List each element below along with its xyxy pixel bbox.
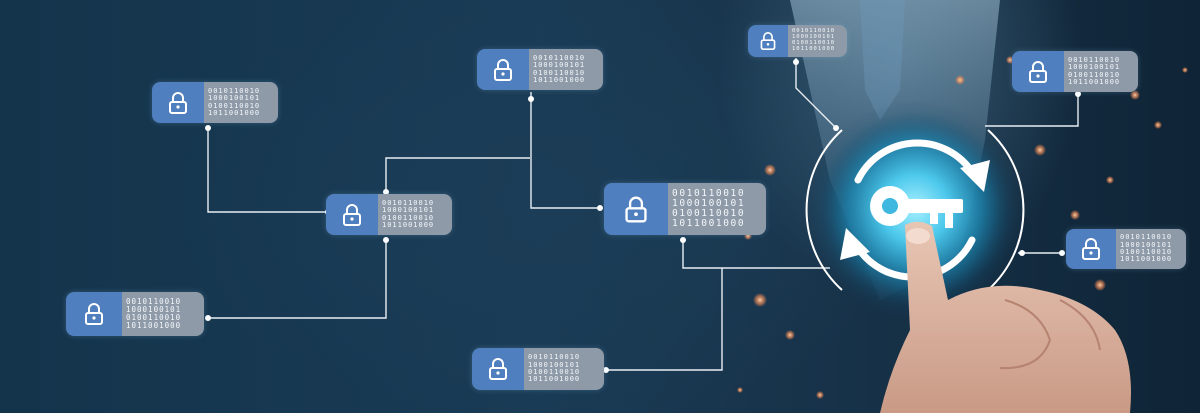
- binary-row: 0100110010: [1120, 248, 1173, 256]
- binary-row: 1011001000: [528, 375, 581, 384]
- lock-chip-5: 0010110010 1000100101 0100110010 1011001…: [326, 194, 452, 235]
- tie-shape: [860, 0, 905, 120]
- lock-chip-6: 0010110010 1000100101 0100110010 1011001…: [604, 183, 766, 235]
- binary-row: 0100110010: [208, 101, 261, 110]
- lock-panel: [604, 183, 668, 235]
- binary-row: 0010110010: [208, 86, 261, 95]
- binary-row: 0010110010: [382, 198, 435, 207]
- outer-ring-left: [805, 129, 843, 291]
- binary-code: 0010110010 1000100101 0100110010 1011001…: [1116, 229, 1186, 269]
- padlock-icon: [169, 91, 187, 114]
- padlock-icon: [625, 196, 647, 222]
- network-lines: [207, 58, 1079, 371]
- binary-row: 1000100101: [1068, 63, 1121, 72]
- key-icon: [870, 186, 963, 228]
- binary-row: 0010110010: [126, 297, 182, 307]
- binary-code: 0010110010 1000100101 0100110010 1011001…: [122, 292, 204, 336]
- binary-code: 0010110010 1000100101 0100110010 1011001…: [378, 194, 452, 235]
- binary-row: 1011001000: [792, 45, 836, 52]
- pointing-hand: [880, 221, 1131, 413]
- binary-code: 0010110010 1000100101 0100110010 1011001…: [1064, 51, 1138, 92]
- lock-panel: [477, 49, 529, 90]
- binary-row: 0100110010: [792, 40, 836, 46]
- binary-row: 1000100101: [126, 305, 182, 315]
- lock-panel: [1066, 229, 1116, 269]
- padlock-icon: [489, 358, 507, 380]
- binary-row: 1011001000: [672, 217, 746, 229]
- padlock-icon: [343, 203, 361, 226]
- lock-chip-4: 0010110010 1000100101 0100110010 1011001…: [1012, 51, 1138, 92]
- binary-row: 1000100101: [528, 360, 581, 369]
- binary-row: 0010110010: [1120, 233, 1173, 242]
- binary-row: 0010110010: [792, 28, 836, 35]
- binary-code: 0010110010 1000100101 0100110010 1011001…: [668, 183, 766, 235]
- binary-code: 0010110010 1000100101 0100110010 1011001…: [788, 25, 847, 57]
- lock-chip-3: 0010110010 1000100101 0100110010 1011001…: [748, 25, 847, 57]
- binary-row: 0100110010: [533, 68, 586, 77]
- binary-row: 0100110010: [528, 368, 581, 376]
- padlock-icon: [1082, 238, 1100, 260]
- binary-row: 1000100101: [533, 61, 586, 70]
- binary-row: 0010110010: [533, 53, 586, 62]
- binary-row: 0010110010: [528, 353, 581, 362]
- binary-row: 0010110010: [1068, 55, 1121, 64]
- binary-row: 1011001000: [382, 220, 435, 229]
- binary-row: 1000100101: [208, 94, 261, 103]
- binary-row: 1011001000: [533, 75, 586, 84]
- binary-row: 1011001000: [1068, 77, 1121, 86]
- binary-code: 0010110010 1000100101 0100110010 1011001…: [524, 348, 604, 390]
- lock-chip-2: 0010110010 1000100101 0100110010 1011001…: [477, 49, 603, 90]
- lock-chip-9: 0010110010 1000100101 0100110010 1011001…: [472, 348, 604, 390]
- binary-row: 0100110010: [126, 313, 182, 322]
- binary-row: 0010110010: [672, 188, 746, 200]
- binary-row: 0100110010: [672, 208, 746, 219]
- lock-panel: [1012, 51, 1064, 92]
- binary-row: 1011001000: [1120, 255, 1173, 264]
- lock-chip-1: 0010110010 1000100101 0100110010 1011001…: [152, 82, 278, 123]
- binary-code: 0010110010 1000100101 0100110010 1011001…: [204, 82, 278, 123]
- outer-ring-right: [987, 129, 1025, 291]
- padlock-icon: [760, 32, 776, 50]
- binary-code: 0010110010 1000100101 0100110010 1011001…: [529, 49, 603, 90]
- binary-row: 0100110010: [382, 213, 435, 222]
- padlock-icon: [1029, 60, 1047, 83]
- lock-panel: [326, 194, 378, 235]
- binary-row: 0100110010: [1068, 70, 1121, 79]
- padlock-icon: [494, 58, 512, 81]
- binary-row: 1011001000: [126, 320, 182, 330]
- lock-chip-8: 0010110010 1000100101 0100110010 1011001…: [66, 292, 204, 336]
- padlock-icon: [85, 303, 103, 325]
- binary-row: 1000100101: [792, 34, 836, 41]
- lock-chip-7: 0010110010 1000100101 0100110010 1011001…: [1066, 229, 1186, 269]
- binary-row: 1000100101: [672, 198, 746, 210]
- lock-panel: [748, 25, 788, 57]
- binary-row: 1011001000: [208, 108, 261, 117]
- lock-panel: [66, 292, 122, 336]
- lock-panel: [152, 82, 204, 123]
- binary-row: 1000100101: [382, 206, 435, 215]
- lock-panel: [472, 348, 524, 390]
- refresh-arrowheads: [840, 160, 990, 260]
- binary-row: 1000100101: [1120, 240, 1173, 249]
